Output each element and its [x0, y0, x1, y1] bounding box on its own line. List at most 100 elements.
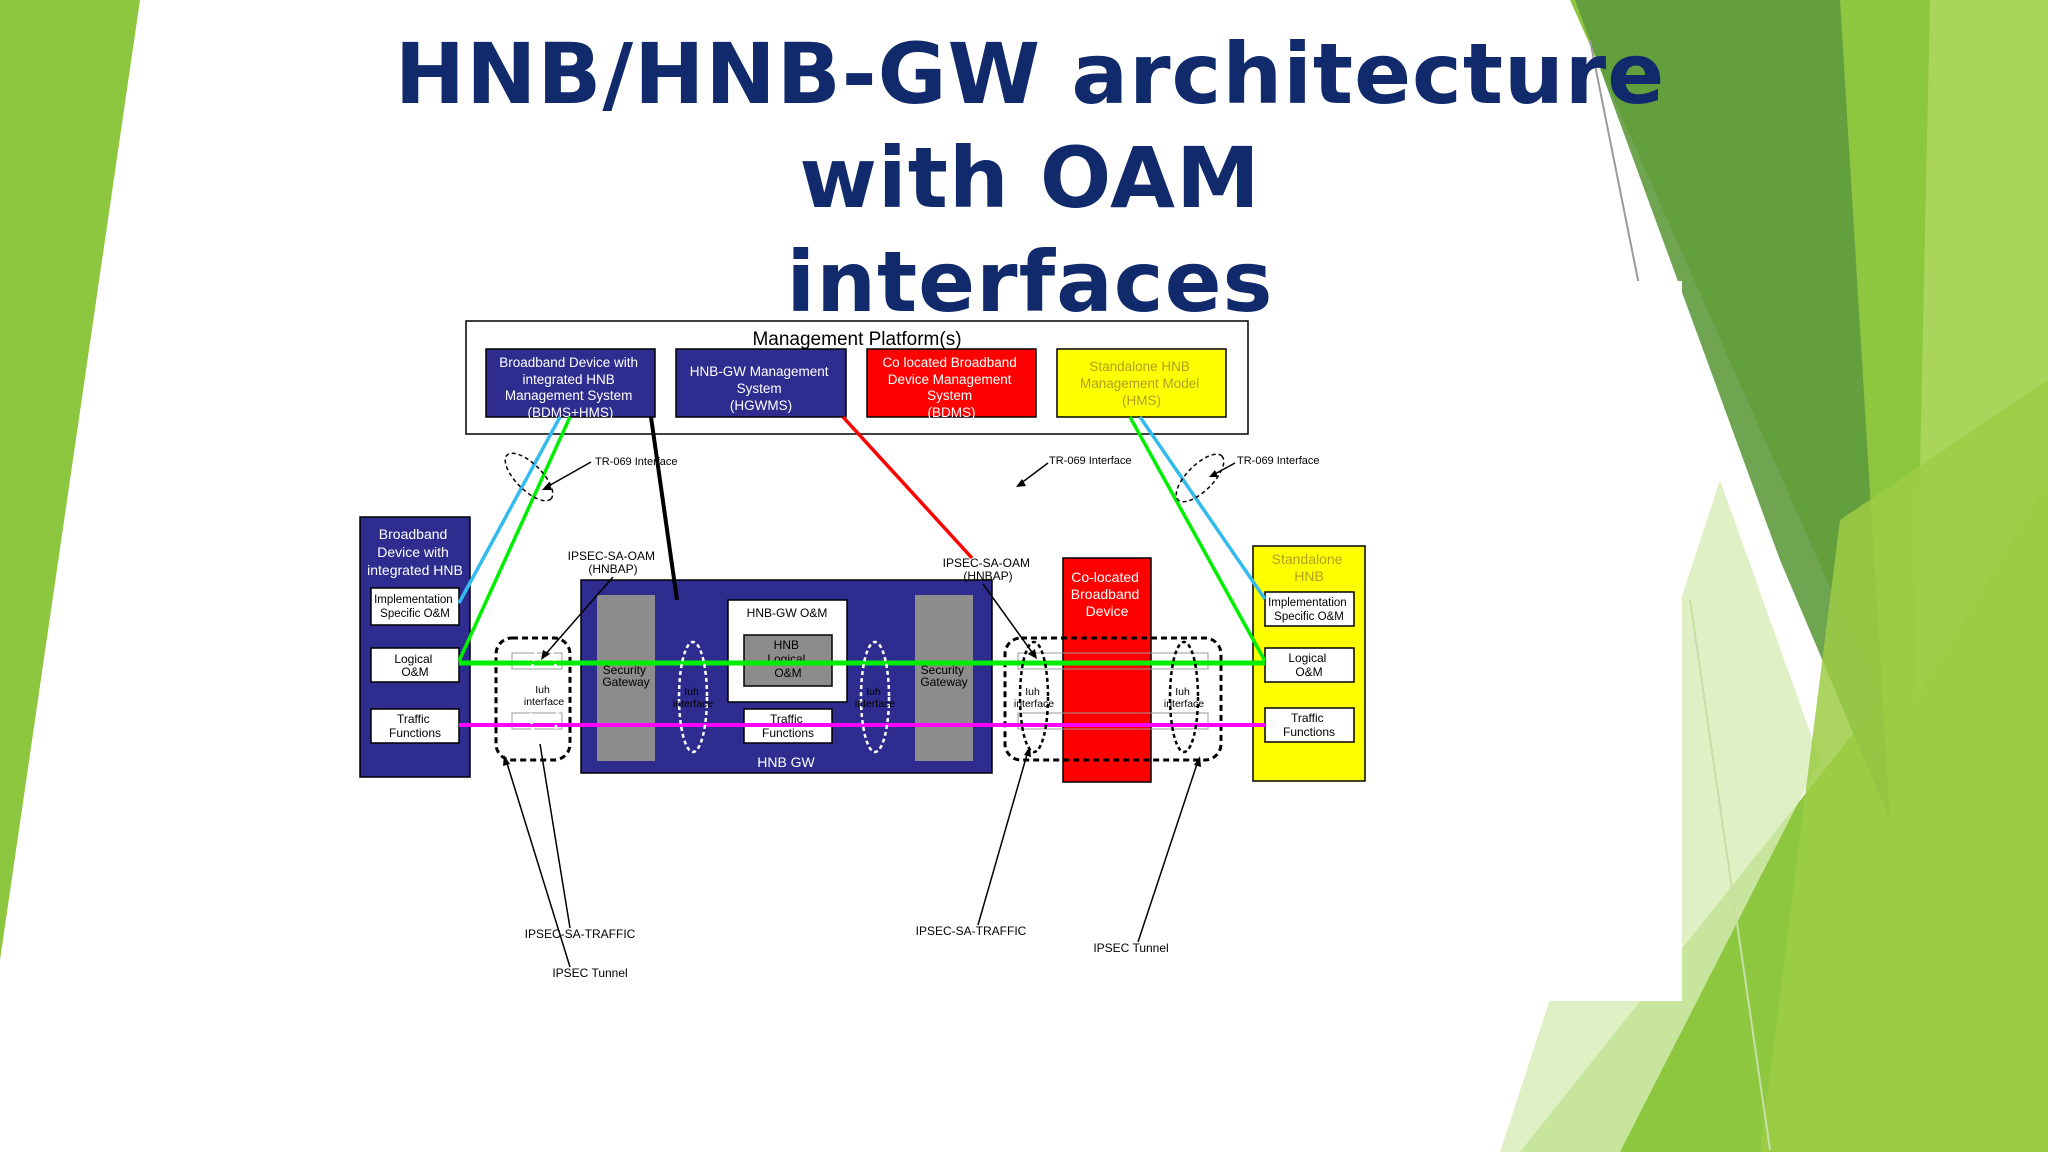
- tr069-arrowhead-right: [1209, 470, 1218, 477]
- iuh-label-2-line-2: interface: [673, 698, 713, 710]
- tr069-arrow-left: [544, 461, 592, 489]
- bdms-hms-line-2: integrated HNB: [522, 372, 614, 387]
- ipsec-oam-left-pointer: [543, 576, 614, 657]
- hnb-gw-traffic-line-1: Traffic: [770, 712, 803, 726]
- tr069-label-mid: TR-069 Interface: [1049, 455, 1132, 467]
- iuh-ellipse-2: [677, 640, 709, 754]
- tr069-arrow-right: [1212, 462, 1236, 476]
- management-platform-title: Management Platform(s): [752, 329, 961, 350]
- svg-text:Logical O&M: Logical O&M: [394, 652, 435, 679]
- iuh-label-3-line-2: interface: [855, 698, 895, 710]
- ipsec-tunnel-right: [1003, 636, 1223, 762]
- svg-text:Iuh interface: Iuh interface: [855, 686, 895, 710]
- security-gateway-right-line-1: Security: [921, 663, 964, 677]
- standalone-traffic-functions-box: [1264, 707, 1355, 743]
- ipsec-traffic-right-pointer: [977, 750, 1029, 926]
- iuh-ellipse-3: [859, 640, 891, 754]
- security-gateway-left-line-2: Gateway: [602, 675, 649, 689]
- link-cyan-left: [457, 416, 562, 604]
- ipsec-oam-right-arrowhead: [1028, 649, 1037, 659]
- link-cyan-right: [1138, 416, 1267, 600]
- svg-text:Traffic Functions: Traffic Functions: [1283, 711, 1335, 739]
- ipsec-inner-right-bottom: [1017, 712, 1209, 730]
- hnb-logical-line-3: O&M: [774, 666, 801, 680]
- bdms-hms-line-3: Management System: [505, 388, 633, 403]
- bdms-box: [866, 348, 1037, 418]
- left-device-title-1: Broadband: [379, 526, 448, 542]
- link-bdms-to-colocated: [841, 415, 974, 560]
- bdms-hms-box: [485, 348, 656, 418]
- tr069-arrowhead-mid: [1016, 479, 1026, 487]
- ipsec-oam-left-arrowhead: [541, 650, 550, 660]
- ipsec-tunnel-left: [494, 636, 572, 762]
- colocated-line-3: Device: [1086, 603, 1129, 619]
- standalone-logical-om-box: [1264, 647, 1355, 683]
- iuh-label-3-line-1: Iuh: [866, 686, 881, 698]
- iuh-label-4-line-2: interface: [1014, 698, 1054, 710]
- standalone-impl-line-1: Implementation: [1268, 597, 1347, 609]
- standalone-title-2: HNB: [1294, 568, 1324, 584]
- bdms-line-3: System: [927, 388, 972, 403]
- colocated-device-box: [1062, 557, 1152, 783]
- iuh-label-5-line-1: Iuh: [1175, 686, 1190, 698]
- left-logical-line-1: Logical: [394, 652, 432, 666]
- colocated-line-2: Broadband: [1071, 586, 1140, 602]
- standalone-impl-om-box: [1264, 591, 1355, 627]
- hms-line-1: Standalone HNB: [1089, 359, 1190, 374]
- standalone-traffic-line-2: Functions: [1283, 725, 1335, 739]
- standalone-title-1: Standalone: [1272, 551, 1343, 567]
- tr069-label-right: TR-069 Interface: [1237, 455, 1320, 467]
- ipsec-oam-left-line-1: IPSEC-SA-OAM: [568, 549, 655, 563]
- left-traffic-line-2: Functions: [389, 726, 441, 740]
- hms-box: [1056, 348, 1227, 418]
- svg-text:Iuh interface: Iuh interface: [524, 684, 564, 708]
- standalone-logical-line-2: O&M: [1295, 665, 1322, 679]
- hnb-gw-traffic-line-2: Functions: [762, 726, 814, 740]
- bdms-hms-line-1: Broadband Device with: [499, 355, 638, 370]
- svg-text:Broadband Device with: Broadband Device with integrated HNB: [367, 526, 463, 578]
- svg-text:Implementation Specific O&: Implementation Specific O&M: [374, 594, 456, 620]
- right-dark-shape: [1575, 0, 1890, 820]
- tr069-arrowhead-left: [542, 482, 552, 490]
- hms-line-3: (HMS): [1122, 393, 1161, 408]
- security-gateway-left: [597, 595, 655, 761]
- left-logical-line-2: O&M: [401, 665, 428, 679]
- left-impl-line-2: Specific O&M: [380, 608, 450, 620]
- left-impl-line-1: Implementation: [374, 594, 453, 606]
- page-title: HNB/HNB-GW architecture with OAM interfa…: [280, 22, 1780, 334]
- iuh-label-1-line-2: interface: [524, 696, 564, 708]
- svg-text:Security Gateway: Security Gateway: [602, 663, 649, 689]
- ipsec-inner-left-bottom: [511, 712, 563, 730]
- colocated-line-1: Co-located: [1071, 569, 1139, 585]
- hgwms-line-1: HNB-GW Management: [690, 364, 829, 379]
- ipsec-traffic-right-arrowhead: [1024, 746, 1031, 757]
- security-gateway-right: [915, 595, 973, 761]
- ipsec-tunnel-right-pointer: [1137, 760, 1199, 943]
- right-bright-shape: [1760, 380, 2048, 1152]
- svg-text:Implementation Specific O&: Implementation Specific O&M: [1268, 597, 1350, 623]
- standalone-traffic-line-1: Traffic: [1291, 711, 1324, 725]
- iuh-ellipse-4: [1018, 640, 1050, 754]
- ipsec-traffic-right-label: IPSEC-SA-TRAFFIC: [916, 924, 1027, 938]
- iuh-ellipse-5: [1168, 640, 1200, 754]
- svg-text:Iuh interface: Iuh interface: [1014, 686, 1054, 710]
- svg-text:Co-located Broadband D: Co-located Broadband Device: [1071, 569, 1143, 619]
- ipsec-oam-left-line-2: (HNBAP): [588, 562, 637, 576]
- svg-text:Traffic Functions: Traffic Functions: [762, 712, 814, 740]
- deco-thin-line-2: [1689, 599, 1771, 1151]
- ipsec-oam-right-line-2: (HNBAP): [963, 569, 1012, 583]
- deco-thin-line-1: [1589, 39, 1641, 291]
- left-impl-om-box: [370, 587, 460, 626]
- page-title-line-2: interfaces: [786, 233, 1274, 331]
- svg-text:Iuh interface: Iuh interface: [1164, 686, 1204, 710]
- left-green-shape: [0, 0, 140, 960]
- tr069-label-left: TR-069 Interface: [595, 456, 678, 468]
- ipsec-tunnel-left-label: IPSEC Tunnel: [552, 966, 627, 980]
- left-device-title-3: integrated HNB: [367, 562, 463, 578]
- hgwms-line-3: (HGWMS): [730, 398, 792, 413]
- svg-text:IPSEC-SA-OAM (HNBAP): IPSEC-SA-OAM (HNBAP): [568, 549, 659, 576]
- svg-text:Security Gateway: Security Gateway: [920, 663, 967, 689]
- bdms-line-2: Device Management: [888, 372, 1012, 387]
- tr069-ellipse-left: [504, 452, 554, 502]
- left-traffic-functions-box: [370, 708, 460, 744]
